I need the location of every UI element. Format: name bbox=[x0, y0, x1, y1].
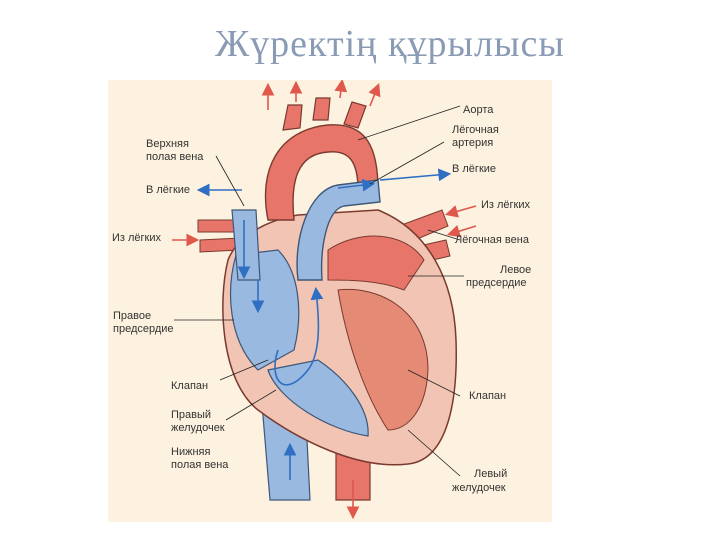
superior-vena-cava bbox=[231, 209, 261, 281]
arrow-up-3 bbox=[334, 80, 348, 99]
label-ivc-2: полая вена bbox=[171, 459, 229, 471]
label-from-lungs-right: Из лёгких bbox=[481, 199, 531, 211]
label-from-lungs-left: Из лёгких bbox=[112, 232, 162, 244]
label-right-atrium-2: предсердие bbox=[113, 323, 174, 335]
leader-svc bbox=[215, 155, 245, 207]
label-pulmonary-artery-2: артерия bbox=[452, 137, 494, 149]
heart-illustration bbox=[172, 80, 477, 520]
arrow-to-lungs-right bbox=[379, 168, 452, 182]
label-valve-left: Клапан bbox=[171, 380, 209, 392]
label-left-atrium-1: Левое bbox=[500, 264, 532, 276]
leader-pulmonary-artery bbox=[369, 141, 445, 185]
arrow-from-lungs-right-2 bbox=[446, 225, 477, 238]
label-right-ventricle-2: желудочек bbox=[171, 422, 225, 434]
right-ventricle bbox=[267, 359, 369, 437]
left-atrium bbox=[327, 235, 425, 291]
leader-left-ventricle bbox=[407, 429, 461, 477]
aorta-branches bbox=[282, 97, 367, 131]
label-ivc-1: Нижняя bbox=[171, 446, 211, 458]
label-right-atrium-1: Правое bbox=[113, 310, 152, 322]
label-valve-right: Клапан bbox=[469, 390, 507, 402]
label-to-lungs-right: В лёгкие bbox=[452, 163, 497, 175]
label-left-ventricle-2: желудочек bbox=[452, 482, 506, 494]
arrow-pa-out bbox=[337, 178, 376, 192]
leader-aorta bbox=[357, 105, 461, 141]
leader-valve-left bbox=[219, 359, 269, 381]
pulmonary-vein-left-upper bbox=[197, 219, 239, 233]
arrow-up-4 bbox=[368, 83, 381, 107]
label-left-ventricle-1: Левый bbox=[474, 468, 508, 480]
label-pulmonary-artery-1: Лёгочная bbox=[452, 124, 499, 136]
label-to-lungs-left: В лёгкие bbox=[146, 184, 191, 196]
label-right-ventricle-1: Правый bbox=[171, 409, 212, 421]
label-aorta: Аорта bbox=[463, 104, 494, 116]
leader-valve-right bbox=[407, 369, 461, 397]
page-title: Жүректің құрылысы bbox=[215, 23, 565, 65]
leader-right-ventricle bbox=[225, 389, 277, 421]
label-pulmonary-vein: Лёгочная вена bbox=[455, 234, 529, 246]
arrow-from-lungs-right-1 bbox=[444, 205, 477, 218]
pulmonary-artery bbox=[296, 179, 381, 281]
leader-pulmonary-vein bbox=[427, 229, 461, 241]
left-ventricle bbox=[337, 288, 429, 431]
label-svc-1: Верхняя bbox=[146, 138, 189, 150]
arrow-rv-flow bbox=[274, 286, 324, 386]
label-svc-2: полая вена bbox=[146, 151, 204, 163]
heart-diagram bbox=[108, 80, 552, 522]
label-left-atrium-2: предсердие bbox=[466, 277, 527, 289]
